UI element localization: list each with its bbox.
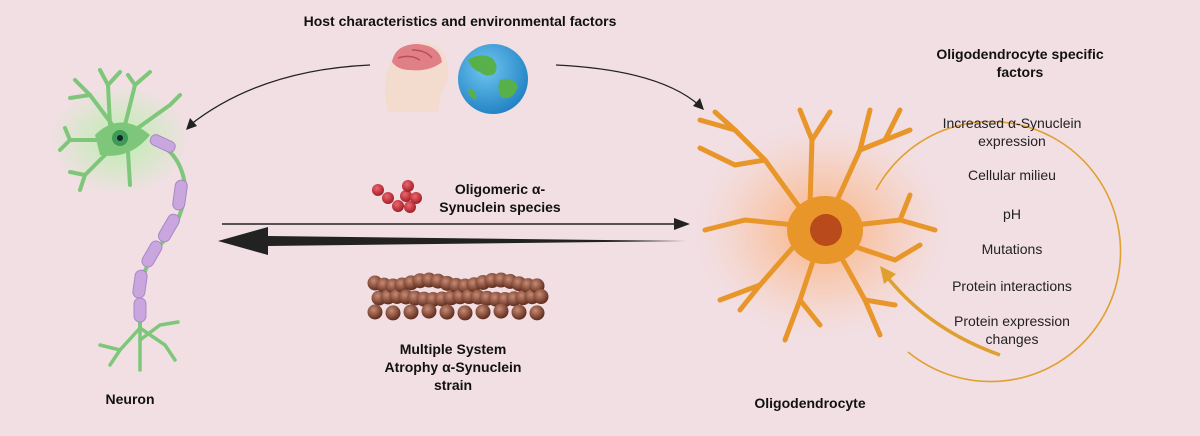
neuron-label: Neuron	[105, 391, 155, 407]
transmission-arrows	[218, 218, 690, 255]
fibril-bead	[421, 303, 437, 319]
factor-protein-interactions: Protein interactions	[952, 278, 1072, 294]
oligodendrocyte-label: Oligodendrocyte	[754, 395, 866, 411]
globe-icon	[458, 44, 528, 114]
oligodendrocyte-cell	[692, 107, 952, 343]
factor-protein-expression-changes: Protein expression changes	[954, 313, 1070, 347]
fibril-bead	[533, 289, 549, 305]
fibril-bead	[403, 304, 419, 320]
fibril-bead	[439, 304, 455, 320]
influence-arrows	[189, 64, 701, 126]
fibril-bead	[493, 303, 509, 319]
factor-cellular-milieu: Cellular milieu	[968, 167, 1056, 183]
oligomer-icon	[372, 180, 422, 213]
factors-title: Oligodendrocyte specific factors	[936, 46, 1104, 80]
oligomer-label: Oligomeric α-Synuclein species	[439, 181, 561, 215]
top-label: Host characteristics and environmental f…	[303, 13, 617, 29]
fibril-bead	[457, 305, 473, 321]
fibril-bead	[529, 305, 545, 321]
head-profile-icon	[385, 42, 449, 112]
fibril-bead	[367, 304, 383, 320]
fibril-bead	[385, 305, 401, 321]
fibril-icon	[367, 272, 549, 321]
fibril-bead	[511, 304, 527, 320]
strain-label: Multiple System Atrophy α-Synuclein stra…	[384, 341, 522, 393]
fibril-bead	[475, 304, 491, 320]
factor-alpha-syn-expression: Increased α-Synuclein expression	[942, 115, 1082, 149]
factor-mutations: Mutations	[981, 241, 1043, 257]
factors-cycle-arrow	[875, 120, 1122, 383]
factor-ph: pH	[1003, 206, 1021, 222]
neuron	[50, 68, 190, 372]
